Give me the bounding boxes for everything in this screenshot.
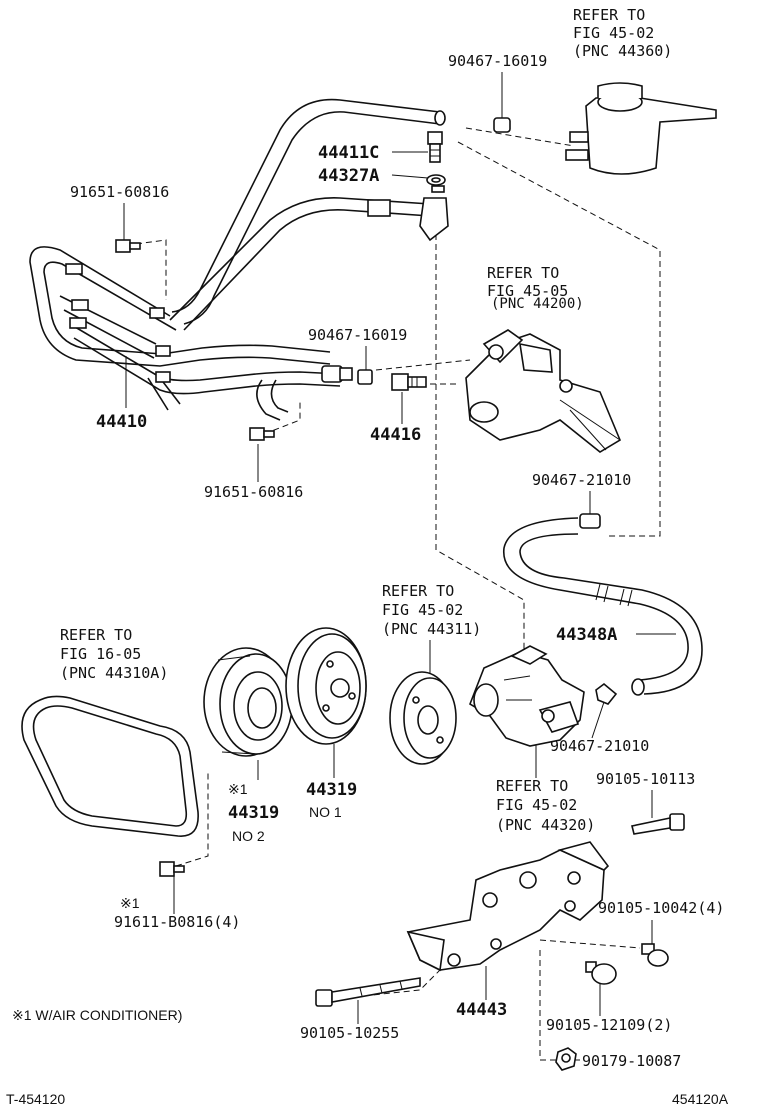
v-belt — [21, 695, 199, 837]
ref-fig-45-05-gear: REFER TO FIG 45-05 (PNC 44200) — [487, 264, 584, 312]
label-90105-10042: 90105-10042(4) — [598, 899, 724, 917]
hose-clip-21010-bottom — [595, 682, 618, 705]
label-44348a: 44348A — [556, 625, 617, 645]
leader-lines — [123, 72, 676, 1061]
label-91611-mark: ※1 — [120, 895, 140, 911]
bolt-91651-bottom — [249, 427, 275, 441]
label-44410: 44410 — [96, 412, 147, 432]
svg-text:FIG 45-02: FIG 45-02 — [382, 601, 463, 619]
vane-pump — [469, 645, 585, 747]
footer-left-code: T-454120 — [6, 1091, 65, 1107]
label-90105-10255: 90105-10255 — [300, 1024, 399, 1042]
reservoir-tank — [565, 82, 717, 175]
label-91651-60816-bottom: 91651-60816 — [204, 483, 303, 501]
svg-text:FIG 45-02: FIG 45-02 — [573, 24, 654, 42]
footnote: ※1 W/AIR CONDITIONER) — [12, 1007, 182, 1023]
bolt-90105-10113 — [631, 813, 685, 835]
svg-text:REFER TO: REFER TO — [60, 626, 132, 644]
bolt-90105-10042 — [641, 943, 669, 967]
cooler-tube — [29, 246, 353, 421]
gasket — [426, 174, 446, 193]
pump-pulley — [389, 671, 457, 765]
svg-text:FIG 45-02: FIG 45-02 — [496, 796, 577, 814]
bolt-91651-top — [115, 239, 141, 253]
svg-text:(PNC 44200): (PNC 44200) — [491, 296, 584, 312]
label-90467-21010-bottom: 90467-21010 — [550, 737, 649, 755]
bolt-90105-10255 — [315, 977, 421, 1007]
label-91611-b0816: 91611-B0816(4) — [114, 913, 240, 931]
union-bolt — [427, 131, 443, 163]
ref-fig-45-02-reservoir: REFER TO FIG 45-02 (PNC 44360) — [573, 6, 672, 60]
svg-text:REFER TO: REFER TO — [487, 264, 559, 282]
hose-clip-mid — [357, 369, 373, 385]
label-90467-16019-top: 90467-16019 — [448, 52, 547, 70]
label-91651-60816-top: 91651-60816 — [70, 183, 169, 201]
label-44319-no1: 44319 — [306, 780, 357, 800]
label-44319-no2-mark: ※1 — [228, 781, 248, 797]
pump-bracket — [406, 841, 610, 972]
label-44327a: 44327A — [318, 166, 379, 186]
hose-clip-21010-top — [579, 513, 601, 529]
svg-text:REFER TO: REFER TO — [382, 582, 454, 600]
suction-hose — [503, 517, 703, 696]
bolt-90105-12109 — [585, 961, 617, 985]
ref-fig-45-02-pump: REFER TO FIG 45-02 (PNC 44320) — [496, 777, 595, 834]
pulley-no1 — [285, 627, 367, 745]
label-90467-21010-top: 90467-21010 — [532, 471, 631, 489]
svg-text:FIG 45-05: FIG 45-05 — [487, 282, 568, 300]
label-90105-10113: 90105-10113 — [596, 770, 695, 788]
union-fitting — [391, 373, 427, 391]
label-44443: 44443 — [456, 1000, 507, 1020]
return-hose-assembly — [169, 98, 449, 331]
label-90467-16019-mid: 90467-16019 — [308, 326, 407, 344]
bolt-91611-b0816 — [159, 861, 185, 877]
label-44411c: 44411C — [318, 143, 379, 163]
label-90179-10087: 90179-10087 — [582, 1052, 681, 1070]
steering-gear — [465, 329, 622, 453]
svg-text:REFER TO: REFER TO — [496, 777, 568, 795]
hose-clip-top — [493, 117, 511, 133]
pulley-no2 — [203, 647, 293, 757]
label-44319-no2: 44319 — [228, 803, 279, 823]
svg-text:(PNC 44360): (PNC 44360) — [573, 42, 672, 60]
nut-90179-10087 — [555, 1047, 577, 1071]
svg-text:(PNC 44310A): (PNC 44310A) — [60, 664, 168, 682]
ref-fig-45-02-pulley: REFER TO FIG 45-02 (PNC 44311) — [382, 582, 481, 638]
label-44416: 44416 — [370, 425, 421, 445]
svg-text:REFER TO: REFER TO — [573, 6, 645, 24]
ref-fig-16-05-belt: REFER TO FIG 16-05 (PNC 44310A) — [60, 626, 168, 682]
label-no1: NO 1 — [309, 804, 342, 820]
footer-right-code: 454120A — [672, 1091, 729, 1107]
svg-text:(PNC 44320): (PNC 44320) — [496, 816, 595, 834]
label-90105-12109: 90105-12109(2) — [546, 1016, 672, 1034]
svg-text:FIG 16-05: FIG 16-05 — [60, 645, 141, 663]
label-no2: NO 2 — [232, 828, 265, 844]
svg-text:(PNC 44311): (PNC 44311) — [382, 620, 481, 638]
